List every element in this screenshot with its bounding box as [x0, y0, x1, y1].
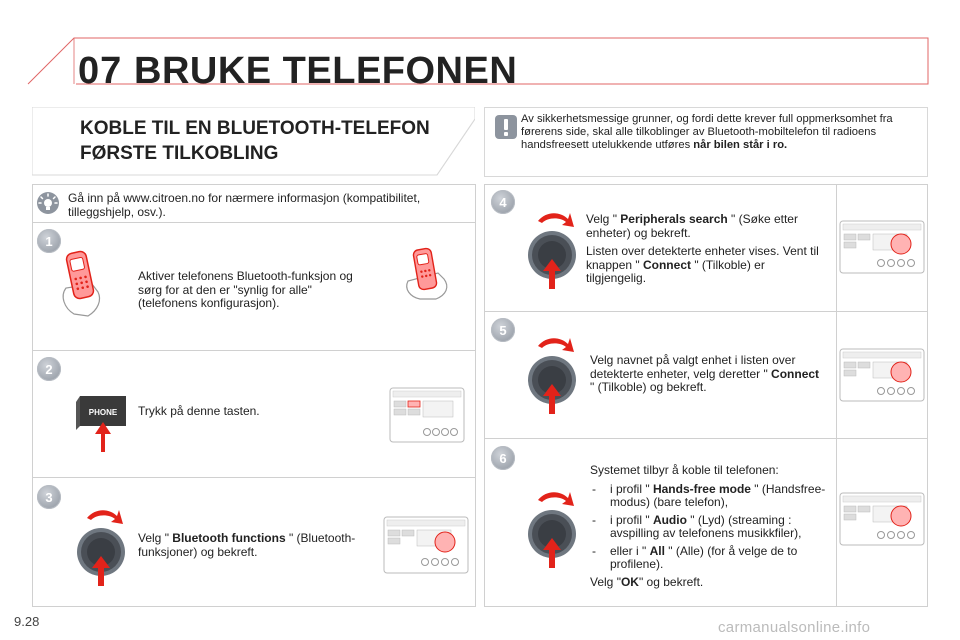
step-5-badge: 5 — [491, 318, 515, 342]
step-4-p2-pre: Listen over detekterte enheter vises. Ve… — [586, 244, 819, 272]
step-4-row — [484, 184, 928, 312]
profile-list: i profil " Hands-free mode " (Handsfree-… — [590, 481, 828, 572]
rotary-knob-icon — [528, 213, 576, 289]
step-6-outro-pre: Velg " — [590, 574, 621, 589]
step-6-text: Systemet tilbyr å koble til telefonen: i… — [590, 463, 828, 594]
phone-illustration-icon — [406, 247, 448, 300]
step-1-text: Aktiver telefonens Bluetooth-funksjon og… — [138, 269, 353, 310]
profile-item-post: " (Lyd) (streaming : avspilling av telef… — [610, 512, 802, 540]
profile-item-pre: eller i " — [610, 543, 650, 558]
step-6-outro-post: " og bekreft. — [638, 574, 704, 589]
profile-item-post: " (Alle) (for å velge de to profilene). — [610, 543, 798, 571]
profile-item-post: " (Handsfree-modus) (bare telefon), — [610, 481, 826, 509]
step-3-badge: 3 — [37, 485, 61, 509]
step-6-intro: Systemet tilbyr å koble til telefonen: — [590, 463, 779, 477]
phone-key-icon: PHONE — [76, 396, 126, 452]
profile-item-audio: i profil " Audio " (Lyd) (streaming : av… — [590, 512, 828, 541]
section-subtitle: FØRSTE TILKOBLING — [80, 143, 279, 164]
step-6-ok-label: OK — [620, 574, 639, 589]
profile-item-pre: i profil " — [610, 512, 653, 527]
step-3-text-pre: Velg " — [138, 531, 173, 545]
site-watermark: carmanualsonline.info — [718, 619, 871, 636]
step-5-row — [484, 312, 928, 439]
chapter-title: BRUKE TELEFONEN — [134, 50, 518, 92]
section-title-frame — [32, 107, 475, 176]
step-5-connect-label: Connect — [771, 366, 820, 381]
warning-box — [484, 107, 928, 177]
rotary-knob-icon — [77, 510, 125, 586]
radio-unit-icon — [839, 220, 925, 274]
step-6-outro: Velg "OK" og bekreft. — [590, 574, 828, 590]
step-4-menu-name: Peripherals search — [620, 212, 728, 226]
warning-text: Av sikkerhetsmessige grunner, og fordi d… — [521, 113, 921, 152]
radio-unit-icon — [389, 387, 465, 443]
step-4-p1-pre: Velg " — [586, 212, 621, 226]
page-number: 9.28 — [14, 614, 40, 629]
info-text: Gå inn på www.citroen.no for nærmere inf… — [68, 191, 421, 219]
step-2-row — [32, 351, 476, 478]
rotary-knob-icon — [528, 492, 576, 568]
step-4-para-1: Velg " Peripherals search " (Søke etter … — [586, 212, 822, 240]
step-6-badge: 6 — [491, 446, 515, 470]
warning-icon — [495, 115, 517, 139]
hand-phone-icon — [62, 250, 101, 317]
tip-bulb-icon — [37, 192, 59, 214]
step-5-text: Velg navnet på valgt enhet i listen over… — [590, 353, 822, 395]
step-4-badge: 4 — [491, 190, 515, 214]
step-1-badge: 1 — [37, 229, 61, 253]
radio-unit-icon — [839, 492, 925, 546]
radio-unit-icon — [839, 348, 925, 402]
info-row — [32, 184, 476, 223]
step-5-text-pre: Velg navnet på valgt enhet i listen over… — [590, 353, 796, 381]
step-2-text: Trykk på denne tasten. — [138, 404, 260, 418]
profile-item-pre: i profil " — [610, 481, 653, 496]
step-2-badge: 2 — [37, 357, 61, 381]
step-4-p2-post: " (Tilkoble) er tilgjengelig. — [586, 257, 765, 285]
chapter-header: 07 BRUKE TELEFONEN — [0, 0, 960, 110]
profile-item-all: eller i " All " (Alle) (for å velge de t… — [590, 543, 828, 572]
warning-text-bold: når bilen står i ro. — [693, 139, 788, 151]
right-panel-divider — [836, 184, 837, 607]
profile-item-handsfree: i profil " Hands-free mode " (Handsfree-… — [590, 481, 828, 510]
step-3-text: Velg " Bluetooth functions " (Bluetooth-… — [138, 531, 358, 559]
step-1-row — [32, 223, 476, 351]
step-3-text-post: " (Bluetooth-funksjoner) og bekreft. — [138, 531, 356, 559]
step-3-menu-name: Bluetooth functions — [172, 531, 286, 545]
step-4-text: Velg " Peripherals search " (Søke etter … — [586, 212, 822, 291]
rotary-knob-icon — [528, 338, 576, 414]
radio-unit-icon — [383, 516, 469, 574]
warning-text-plain: Av sikkerhetsmessige grunner, og fordi d… — [521, 113, 893, 151]
step-4-para-2: Listen over detekterte enheter vises. Ve… — [586, 244, 822, 286]
profile-item-name: Audio — [652, 512, 687, 527]
step-4-connect-label: Connect — [642, 257, 691, 272]
chapter-number: 07 — [78, 50, 123, 92]
phone-key-label: PHONE — [89, 408, 118, 417]
step-4-p1-post: " (Søke etter enheter) og bekreft. — [586, 212, 798, 240]
profile-item-name: Hands-free mode — [652, 481, 751, 496]
step-5-text-post: " (Tilkoble) og bekreft. — [590, 380, 707, 394]
section-title: KOBLE TIL EN BLUETOOTH-TELEFON — [80, 118, 430, 139]
header-frame — [27, 37, 929, 85]
profile-item-name: All — [649, 543, 665, 558]
